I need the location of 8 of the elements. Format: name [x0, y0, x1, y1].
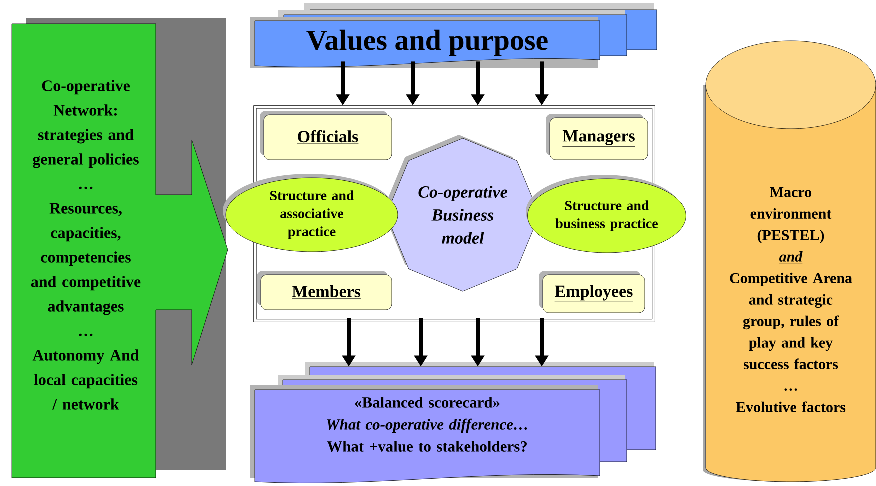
label-box: Managers — [546, 114, 648, 160]
label-box: Officials — [260, 111, 392, 160]
document-stack: Values and purpose — [250, 3, 658, 68]
document-stack: «Balanced scorecard» What co-operative difference… What +value to stakeholders? — [250, 362, 656, 484]
label-box: Employees — [539, 271, 646, 314]
label-box: Members — [257, 271, 392, 310]
cylinder: Macro environment (PESTEL) and Competitive Arena and strategic group, rules of play and key success factors … Evolutive factors — [703, 40, 876, 482]
octagon: Co-operative Business model — [383, 135, 540, 292]
